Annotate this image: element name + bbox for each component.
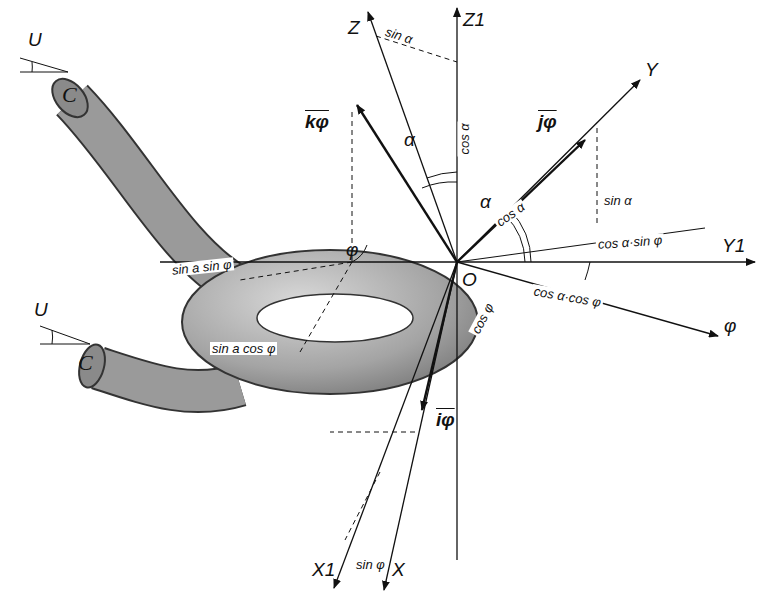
axis-label: U <box>34 300 48 319</box>
axis-label: O <box>462 270 477 289</box>
axis-label: sin φ <box>354 558 387 571</box>
axis-label: Y <box>645 60 658 79</box>
axis-label: sin α <box>604 194 632 207</box>
axis-label: sin a cos φ <box>210 342 277 355</box>
axis-label: φ <box>346 240 358 259</box>
axis-label: cos α·sin φ <box>596 233 665 251</box>
axis-label: Y1 <box>722 236 745 255</box>
axis-label: Z <box>348 18 360 37</box>
axis-label: α <box>480 192 491 211</box>
axis-label: iφ <box>436 410 455 429</box>
axis-label: α <box>404 130 415 149</box>
axis-label: Z1 <box>463 10 485 29</box>
axis-label: jφ <box>538 112 557 131</box>
axis-label: X1 <box>312 560 335 579</box>
axis-label: sin α <box>382 24 416 46</box>
axis-label: cos α <box>458 121 471 156</box>
axis-label: kφ <box>305 112 329 131</box>
axis-label: C <box>78 352 93 374</box>
axis-label: φ <box>724 316 736 335</box>
axis-label: cos α <box>492 199 528 230</box>
axis-label: X <box>392 560 405 579</box>
axis-label: C <box>62 84 77 106</box>
axis-label: cos α·cos φ <box>531 284 604 309</box>
axis-label: U <box>28 30 42 49</box>
